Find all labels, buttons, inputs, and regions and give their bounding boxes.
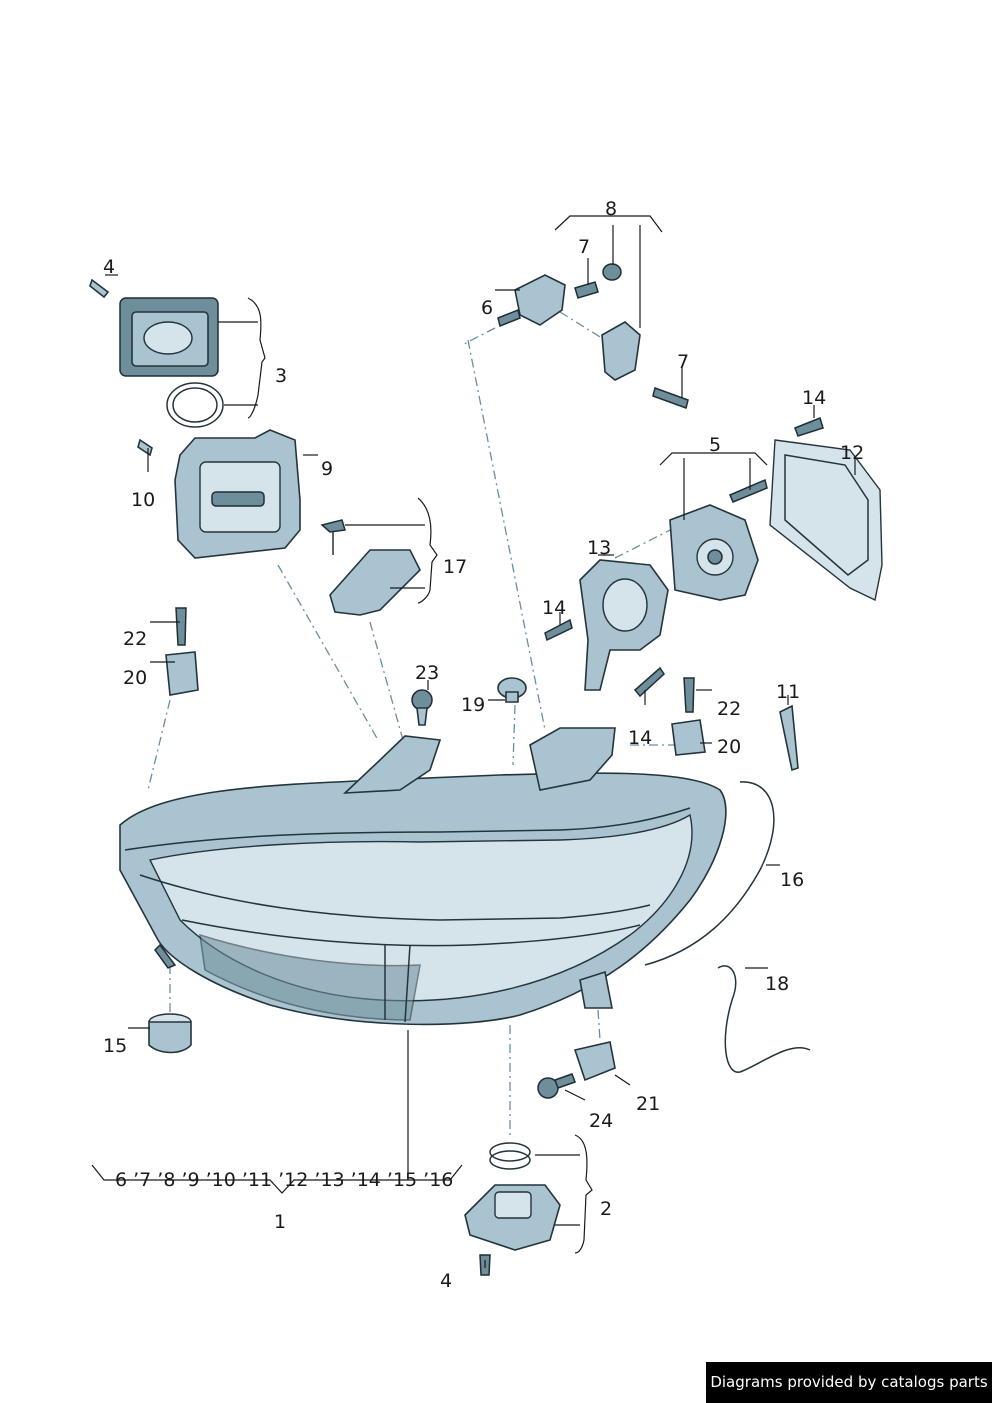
callout-16: 16 xyxy=(780,869,804,891)
callout-20-b: 20 xyxy=(717,736,741,758)
callout-12: 12 xyxy=(840,442,864,464)
guide-lines xyxy=(147,311,682,1138)
callout-8: 8 xyxy=(605,198,617,220)
callout-20-a: 20 xyxy=(123,667,147,689)
callout-3: 3 xyxy=(275,365,287,387)
callout-1: 1 xyxy=(274,1211,286,1233)
callout-18: 18 xyxy=(765,973,789,995)
credit-banner: Diagrams provided by catalogs parts xyxy=(706,1362,992,1403)
callout-19: 19 xyxy=(461,694,485,716)
callout-9: 9 xyxy=(321,458,333,480)
assembly-range-label: 6 ’7 ’8 ’9 ’10 ’11 ’12 ’13 ’14 ’15 ’16 xyxy=(115,1169,453,1191)
callout-7-b: 7 xyxy=(677,351,689,373)
callout-13: 13 xyxy=(587,537,611,559)
callout-14-c: 14 xyxy=(628,727,652,749)
control-unit-top xyxy=(89,278,224,428)
bracket-17 xyxy=(320,519,421,616)
callout-5: 5 xyxy=(709,434,721,456)
callout-2: 2 xyxy=(600,1198,612,1220)
callout-17: 17 xyxy=(443,556,467,578)
callout-11: 11 xyxy=(776,681,800,703)
actuator-assembly xyxy=(497,263,689,409)
bottom-parts xyxy=(148,1013,616,1276)
clip-left xyxy=(165,607,199,696)
leader-lines xyxy=(91,215,856,1268)
mounting-frame xyxy=(137,429,301,559)
callout-14-b: 14 xyxy=(542,597,566,619)
headlight-housing xyxy=(119,727,727,1026)
screw-23 xyxy=(411,689,433,726)
callout-4-bottom: 4 xyxy=(440,1270,452,1292)
callout-6: 6 xyxy=(481,297,493,319)
callout-10: 10 xyxy=(131,489,155,511)
hoses-and-seals xyxy=(644,704,811,1073)
callout-15: 15 xyxy=(103,1035,127,1057)
plug-19 xyxy=(497,677,527,703)
callout-21: 21 xyxy=(636,1093,660,1115)
callout-22-a: 22 xyxy=(123,628,147,650)
callout-24: 24 xyxy=(589,1110,613,1132)
callout-7-a: 7 xyxy=(578,236,590,258)
clip-right xyxy=(671,677,706,756)
callout-23: 23 xyxy=(415,662,439,684)
callout-22-b: 22 xyxy=(717,698,741,720)
callout-14-a: 14 xyxy=(802,387,826,409)
reflector-assembly xyxy=(544,416,883,698)
callout-4-top: 4 xyxy=(103,256,115,278)
callout-labels: 1 2 3 4 4 5 6 7 7 8 9 10 11 12 13 14 14 … xyxy=(103,198,864,1292)
